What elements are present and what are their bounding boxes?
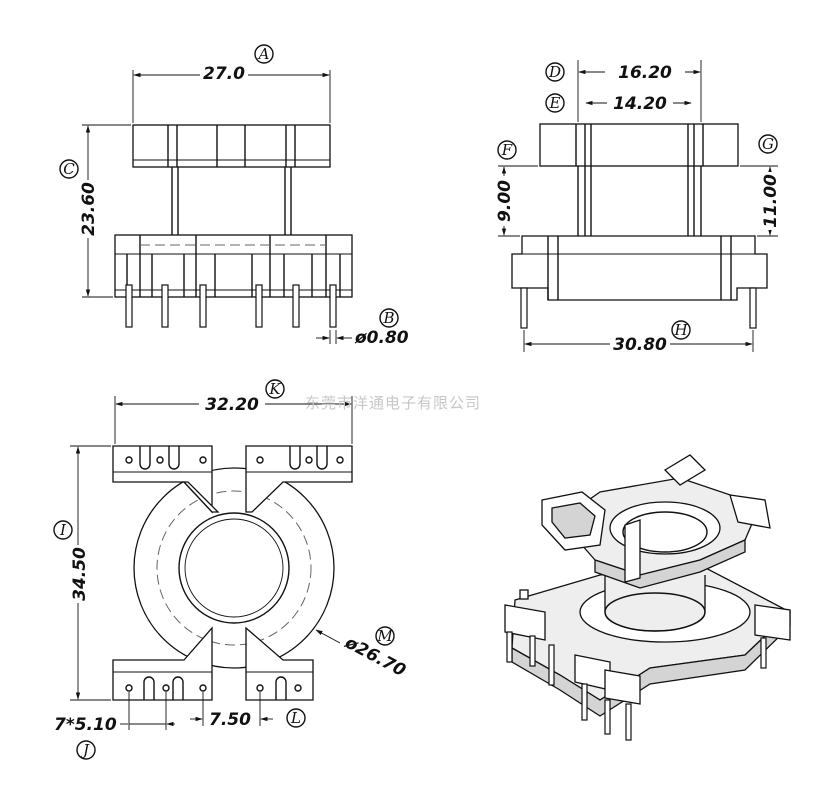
company-watermark: 东莞市洋通电子有限公司	[305, 394, 481, 412]
callout-K: K	[265, 379, 285, 399]
callout-label-E: E	[549, 94, 561, 112]
dim-value-D: 16.20	[618, 63, 672, 83]
callout-label-K: K	[268, 380, 281, 398]
dim-value-K: 32.20	[205, 395, 259, 415]
callout-M: M	[375, 626, 395, 646]
dim-value-I: 34.50	[70, 547, 90, 601]
callout-label-G: G	[762, 135, 774, 153]
callout-label-L: L	[290, 709, 301, 727]
side-view: 16.20 14.20 9.00 11.00 30.80	[495, 60, 781, 355]
callout-D: D	[545, 62, 565, 82]
dim-value-M: ø26.70	[341, 632, 409, 681]
dim-value-L: 7.50	[209, 710, 251, 730]
callout-label-I: I	[59, 521, 67, 539]
callout-label-C: C	[63, 160, 75, 178]
callout-label-B: B	[382, 309, 394, 327]
callout-label-D: D	[548, 63, 561, 81]
callout-G: G	[758, 134, 778, 154]
dim-value-J: 7*5.10	[54, 715, 117, 735]
dim-value-A: 27.0	[203, 64, 245, 84]
callout-label-H: H	[673, 321, 688, 339]
callout-F: F	[497, 140, 517, 160]
top-view: 32.20 34.50 7*5.10 7.50 ø26.70	[54, 394, 409, 735]
isometric-view	[504, 454, 792, 741]
callout-I: I	[53, 520, 73, 540]
dim-value-F: 9.00	[495, 180, 515, 222]
callout-label-F: F	[501, 141, 513, 159]
callout-E: E	[545, 93, 565, 113]
dim-value-H: 30.80	[613, 335, 667, 355]
callout-C: C	[59, 159, 79, 179]
callout-label-A: A	[257, 45, 270, 63]
dim-value-B: ø0.80	[354, 328, 409, 348]
callout-B: B	[379, 308, 399, 328]
callout-H: H	[671, 320, 691, 340]
callout-label-M: M	[376, 627, 393, 645]
callout-L: L	[286, 708, 306, 728]
callout-J: J	[76, 740, 96, 760]
callout-A: A	[254, 44, 274, 64]
callout-label-J: J	[80, 741, 90, 759]
dim-value-C: 23.60	[79, 182, 99, 236]
dim-value-G: 11.00	[761, 174, 781, 228]
dim-value-E: 14.20	[613, 94, 667, 114]
front-view: 27.0 23.60 ø0.80	[79, 62, 409, 348]
